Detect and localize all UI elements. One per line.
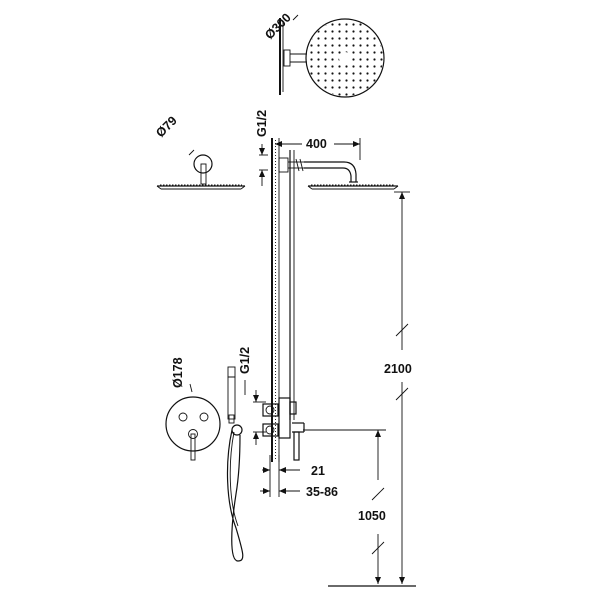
diverter-knob <box>178 412 188 422</box>
arm-wall-flange <box>278 157 289 173</box>
wall-depth-label: 21 <box>311 464 325 478</box>
wall-and-riser <box>271 138 295 462</box>
top-thread-label: G1/2 <box>255 110 269 137</box>
height-dimension-1050: 1050 <box>303 429 386 584</box>
arm-pipe-upper <box>304 161 357 182</box>
shower-head-disc <box>305 18 385 98</box>
mixer-cartridge <box>278 397 291 439</box>
shower-head-front-view: Ø300 <box>262 11 385 98</box>
shower-head-side-view: Ø79 <box>153 113 246 190</box>
bottom-thread-dimension: G1/2 <box>238 347 266 445</box>
arm-length-label: 400 <box>306 137 327 151</box>
mixer-height-label: 1050 <box>358 509 386 523</box>
total-height-label: 2100 <box>384 362 412 376</box>
adjust-range-label: 35-86 <box>306 485 338 499</box>
depth-dimensions: 21 35-86 <box>260 455 338 499</box>
mixer-plate <box>165 396 221 452</box>
mixer-side <box>262 423 279 437</box>
diverter-knob-side <box>289 401 297 415</box>
flange-diameter-label: Ø79 <box>153 113 180 140</box>
hand-shower-and-hose <box>226 366 244 562</box>
head-diameter-label: Ø300 <box>262 11 294 43</box>
diverter-side <box>262 403 279 417</box>
flange-circle <box>193 154 213 174</box>
top-thread-dimension: G1/2 <box>255 110 269 186</box>
hose <box>226 429 244 562</box>
mixer-plate-front-view: Ø178 <box>165 357 221 461</box>
lever-base <box>199 412 209 422</box>
lever-side <box>293 431 300 461</box>
mixer-body-side-view <box>262 397 305 461</box>
bottom-thread-label: G1/2 <box>238 347 252 374</box>
plate-diameter-label: Ø178 <box>171 357 185 388</box>
hand-shower-head <box>227 366 236 378</box>
hand-shower-handle <box>227 376 236 420</box>
mixer-lever <box>190 433 196 461</box>
arm-pipe-lower <box>304 167 352 182</box>
height-dimension-2100: 2100 <box>384 191 412 584</box>
wall-flange-top <box>283 49 291 67</box>
arm-stub <box>200 163 207 185</box>
shower-arm: 400 <box>275 137 399 190</box>
